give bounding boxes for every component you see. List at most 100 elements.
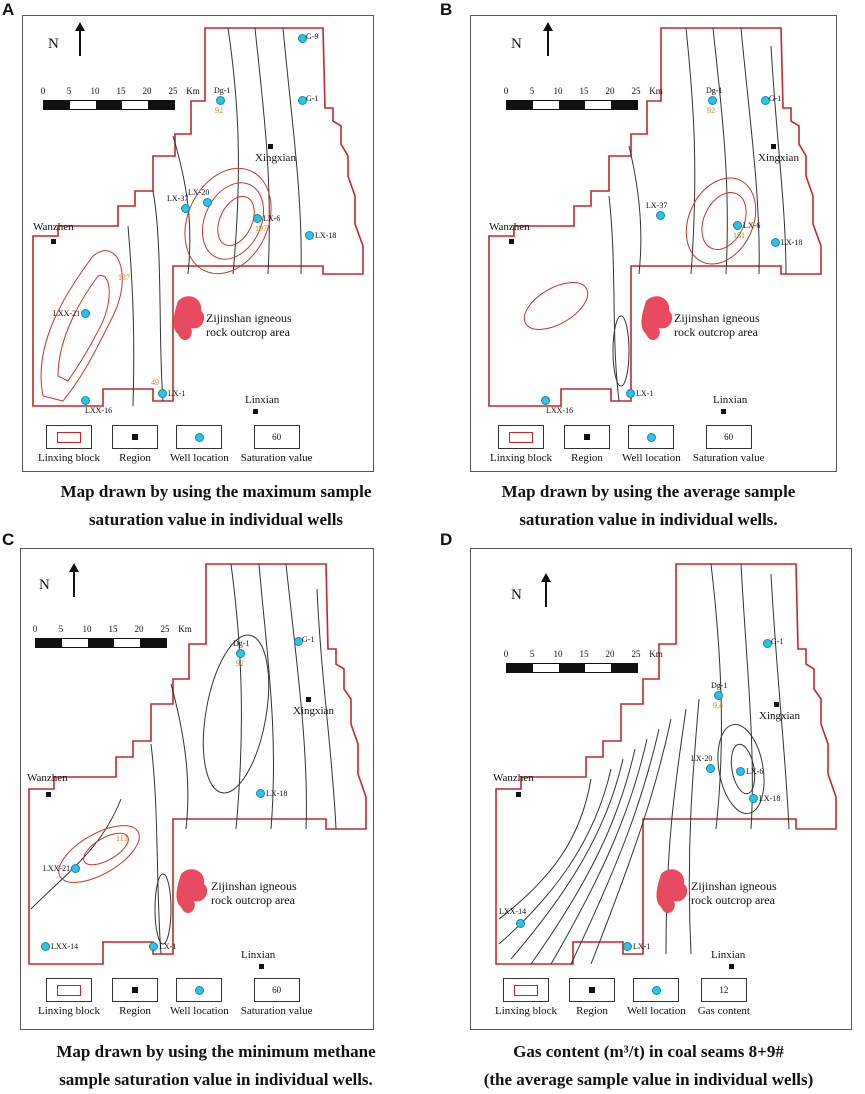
well-lxx14-c [41,942,50,951]
value-dg1-d: 9.4 [713,701,723,710]
well-lxx14-d [516,919,525,928]
value-lx6-b: 151 [733,231,745,240]
well-label-lxx21-c: LXX-21 [43,864,71,873]
town-wanzhen-c: Wanzhen [27,772,68,784]
well-dg1-d [714,691,723,700]
well-g1-c [294,637,303,646]
legend-block-b: Linxing block [490,425,552,464]
region-marker-wanzhen-a [51,239,56,244]
well-label-lx6-b: LX-6 [743,221,761,230]
well-label-lx6-a: LX-6 [263,214,281,223]
region-marker-linxian-c [259,964,264,969]
region-marker-wanzhen-b [509,239,514,244]
legend-block-c: Linxing block [38,978,100,1017]
well-label-lx37-a: LX-37 [167,194,189,203]
well-label-lx6-d: LX-6 [746,767,764,776]
region-marker-xingxian-a [268,144,273,149]
well-label-dg1-d: Dg-1 [711,681,728,690]
panel-letter-d: D [440,530,453,549]
well-label-g9-a: G-9 [306,32,319,41]
well-label-g1-c: G-1 [302,635,315,644]
panel-letter-b: B [440,0,453,19]
caption-d: Gas content (m³/t) in coal seams 8+9#(th… [483,1042,814,1089]
north-label-c: N [39,577,50,593]
well-label-lx18-b: LX-18 [781,238,803,247]
well-lx6-a [253,214,262,223]
well-dg1-b [708,96,717,105]
well-lx18-c [256,789,265,798]
value-dg1-b: 92 [707,106,715,115]
town-xingxian-b: Xingxian [758,152,799,164]
well-label-lx37-b: LX-37 [646,201,668,210]
panel-letter-a: A [2,0,15,19]
town-xingxian-a: Xingxian [255,152,296,164]
well-label-lx1-c: LX-1 [159,942,177,951]
scale-bar-d [506,663,638,673]
region-marker-wanzhen-c [46,792,51,797]
legend-block-a: Linxing block [38,425,100,464]
region-marker-xingxian-b [771,144,776,149]
well-lxx16-a [81,396,90,405]
well-label-lx20-a: LX-20 [188,188,210,197]
town-linxian-b: Linxian [713,394,748,406]
value-lxx21-c: 113 [116,834,128,843]
legend-well-b: Well location [622,425,681,464]
well-lx1-b [626,389,635,398]
well-lx20-d [706,764,715,773]
value-lxx21-a: 137 [118,273,130,282]
region-marker-xingxian-d [774,702,779,707]
region-marker-linxian-a [253,409,258,414]
well-lx6-b [733,221,742,230]
well-lx1-a [158,389,167,398]
well-dg1-c [236,649,245,658]
well-lx37-b [656,211,665,220]
north-arrow-c [69,563,79,597]
well-label-dg1-a: Dg-1 [214,86,231,95]
well-label-g1-b: G-1 [769,94,782,103]
town-xingxian-c: Xingxian [293,705,334,717]
legend-region-a: Region [112,425,159,464]
scale-bar-b [506,100,638,110]
region-marker-linxian-d [729,964,734,969]
well-label-dg1-b: Dg-1 [706,86,723,95]
well-dg1-a [216,96,225,105]
town-xingxian-d: Xingxian [759,710,800,722]
well-label-lxx16-b: LXX-16 [546,406,574,415]
well-lxx16-b [541,396,550,405]
well-g1-b [761,96,770,105]
well-g9-a [298,34,307,43]
well-label-g1-d: G-1 [771,637,784,646]
well-lx18-a [305,231,314,240]
region-marker-linxian-b [721,409,726,414]
well-g1-d [763,639,772,648]
well-lx1-c [149,942,158,951]
town-linxian-a: Linxian [245,394,280,406]
scale-bar-c [35,638,167,648]
well-lxx21-c [71,864,80,873]
map-d-geometry [495,563,837,965]
well-lx18-b [771,238,780,247]
town-wanzhen-b: Wanzhen [489,221,530,233]
value-dg1-a: 92 [215,106,223,115]
well-lx20-a [203,198,212,207]
well-g1-a [298,96,307,105]
legend-well-c: Well location [170,978,229,1017]
value-lx1-a: 49 [151,378,159,387]
well-label-lx1-a: LX-1 [168,389,186,398]
town-wanzhen-a: Wanzhen [33,221,74,233]
well-label-lx18-a: LX-18 [315,231,337,240]
